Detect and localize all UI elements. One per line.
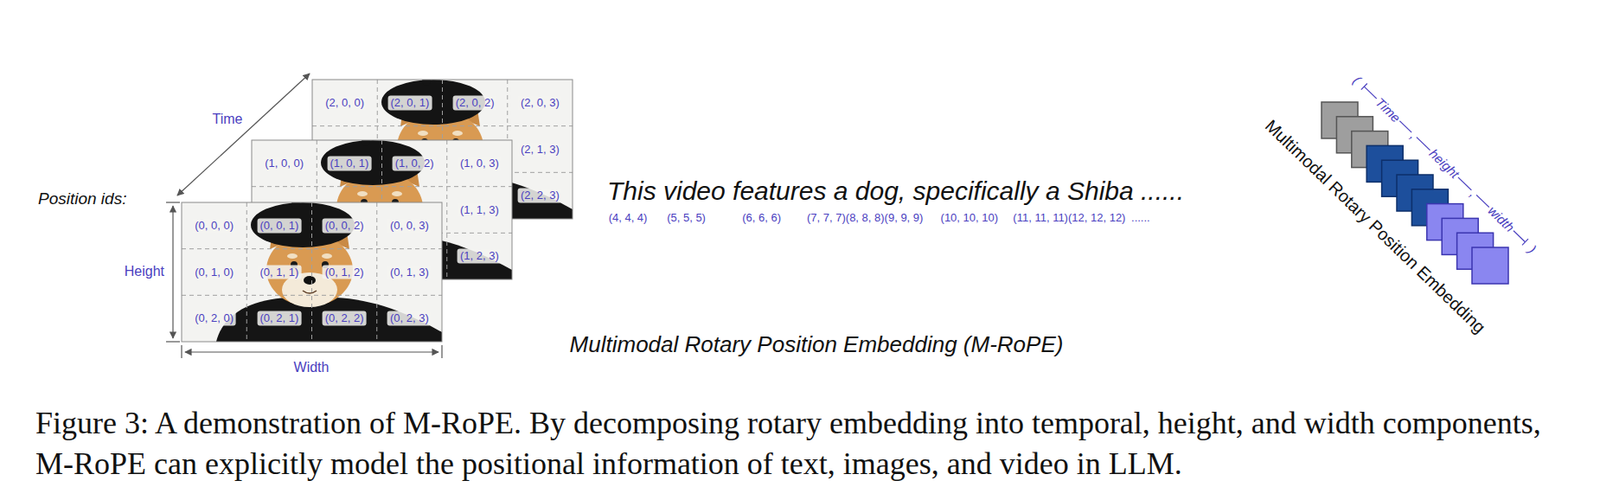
position-id: (0, 2, 2) [322, 311, 367, 327]
token-id: (6, 6, 6) [742, 211, 781, 224]
video-frame: (1, 0, 0) (1, 0, 1) (1, 0, 2) (1, 0, 3) (1, … [251, 140, 512, 280]
axis-label: Width [294, 359, 330, 376]
position-id: (2, 0, 3) [518, 95, 563, 110]
position-id: (1, 0, 3) [457, 155, 502, 171]
position-id: (2, 1, 3) [518, 141, 563, 157]
position-id: (1, 2, 3) [457, 249, 502, 264]
position-id: (0, 2, 1) [256, 311, 301, 327]
position-id: (0, 0, 3) [387, 217, 432, 233]
token-id: (11, 11, 11) [1012, 211, 1069, 224]
token-id: (12, 12, 12) [1068, 211, 1127, 224]
position-id: (1, 0, 2) [392, 155, 437, 171]
text-sentence: This video features a dog, specifically … [607, 176, 1184, 206]
bracket-label: ) [1524, 241, 1541, 257]
position-id: (1, 0, 1) [326, 155, 372, 171]
position-id: (2, 0, 1) [387, 95, 432, 110]
bracket-label: width [1484, 201, 1519, 236]
position-id: (0, 2, 0) [192, 311, 237, 327]
token-id: (5, 5, 5) [666, 211, 706, 224]
token-id: ...... [1131, 211, 1151, 224]
token-id: (7, 7, 7) [806, 211, 846, 224]
position-id: (2, 2, 3) [518, 188, 563, 204]
position-id: (0, 0, 0) [192, 217, 237, 233]
position-id: (0, 2, 3) [387, 311, 432, 327]
position-id: (0, 0, 1) [256, 217, 301, 233]
token-id: (10, 10, 10) [940, 211, 999, 224]
video-frame: (0, 0, 0) (0, 0, 1) (0, 0, 2) (0, 0, 3) (0, … [181, 202, 442, 342]
dimension-bracket [1361, 83, 1529, 246]
position-id: (0, 0, 2) [322, 217, 367, 233]
position-id: (0, 1, 2) [322, 264, 367, 280]
position-id: (2, 0, 0) [322, 95, 367, 110]
axis-label: Time [212, 111, 244, 128]
axis-arrows [166, 73, 442, 359]
position-id: (0, 1, 3) [387, 264, 432, 280]
frame-picture [181, 199, 442, 342]
position-id: (0, 1, 1) [256, 264, 301, 280]
axis-title: Position ids: [38, 189, 127, 209]
position-id: (1, 0, 0) [262, 155, 307, 171]
video-frame: (2, 0, 0) (2, 0, 1) (2, 0, 2) (2, 0, 3) (2, … [312, 79, 573, 219]
token-id: (4, 4, 4) [608, 211, 648, 224]
token-id: (8, 8, 8) [845, 211, 885, 224]
position-id: (0, 1, 0) [192, 264, 237, 280]
figure-caption: Figure 3: A demonstration of M-RoPE. By … [35, 403, 1584, 485]
bracket-label: ( [1348, 70, 1364, 87]
token-id: (9, 9, 9) [884, 211, 924, 224]
position-id: (1, 1, 3) [457, 202, 502, 218]
axis-label: Height [124, 263, 165, 280]
position-id: (2, 0, 2) [453, 95, 498, 110]
figure-title: Multimodal Rotary Position Embedding (M-… [569, 331, 1064, 359]
